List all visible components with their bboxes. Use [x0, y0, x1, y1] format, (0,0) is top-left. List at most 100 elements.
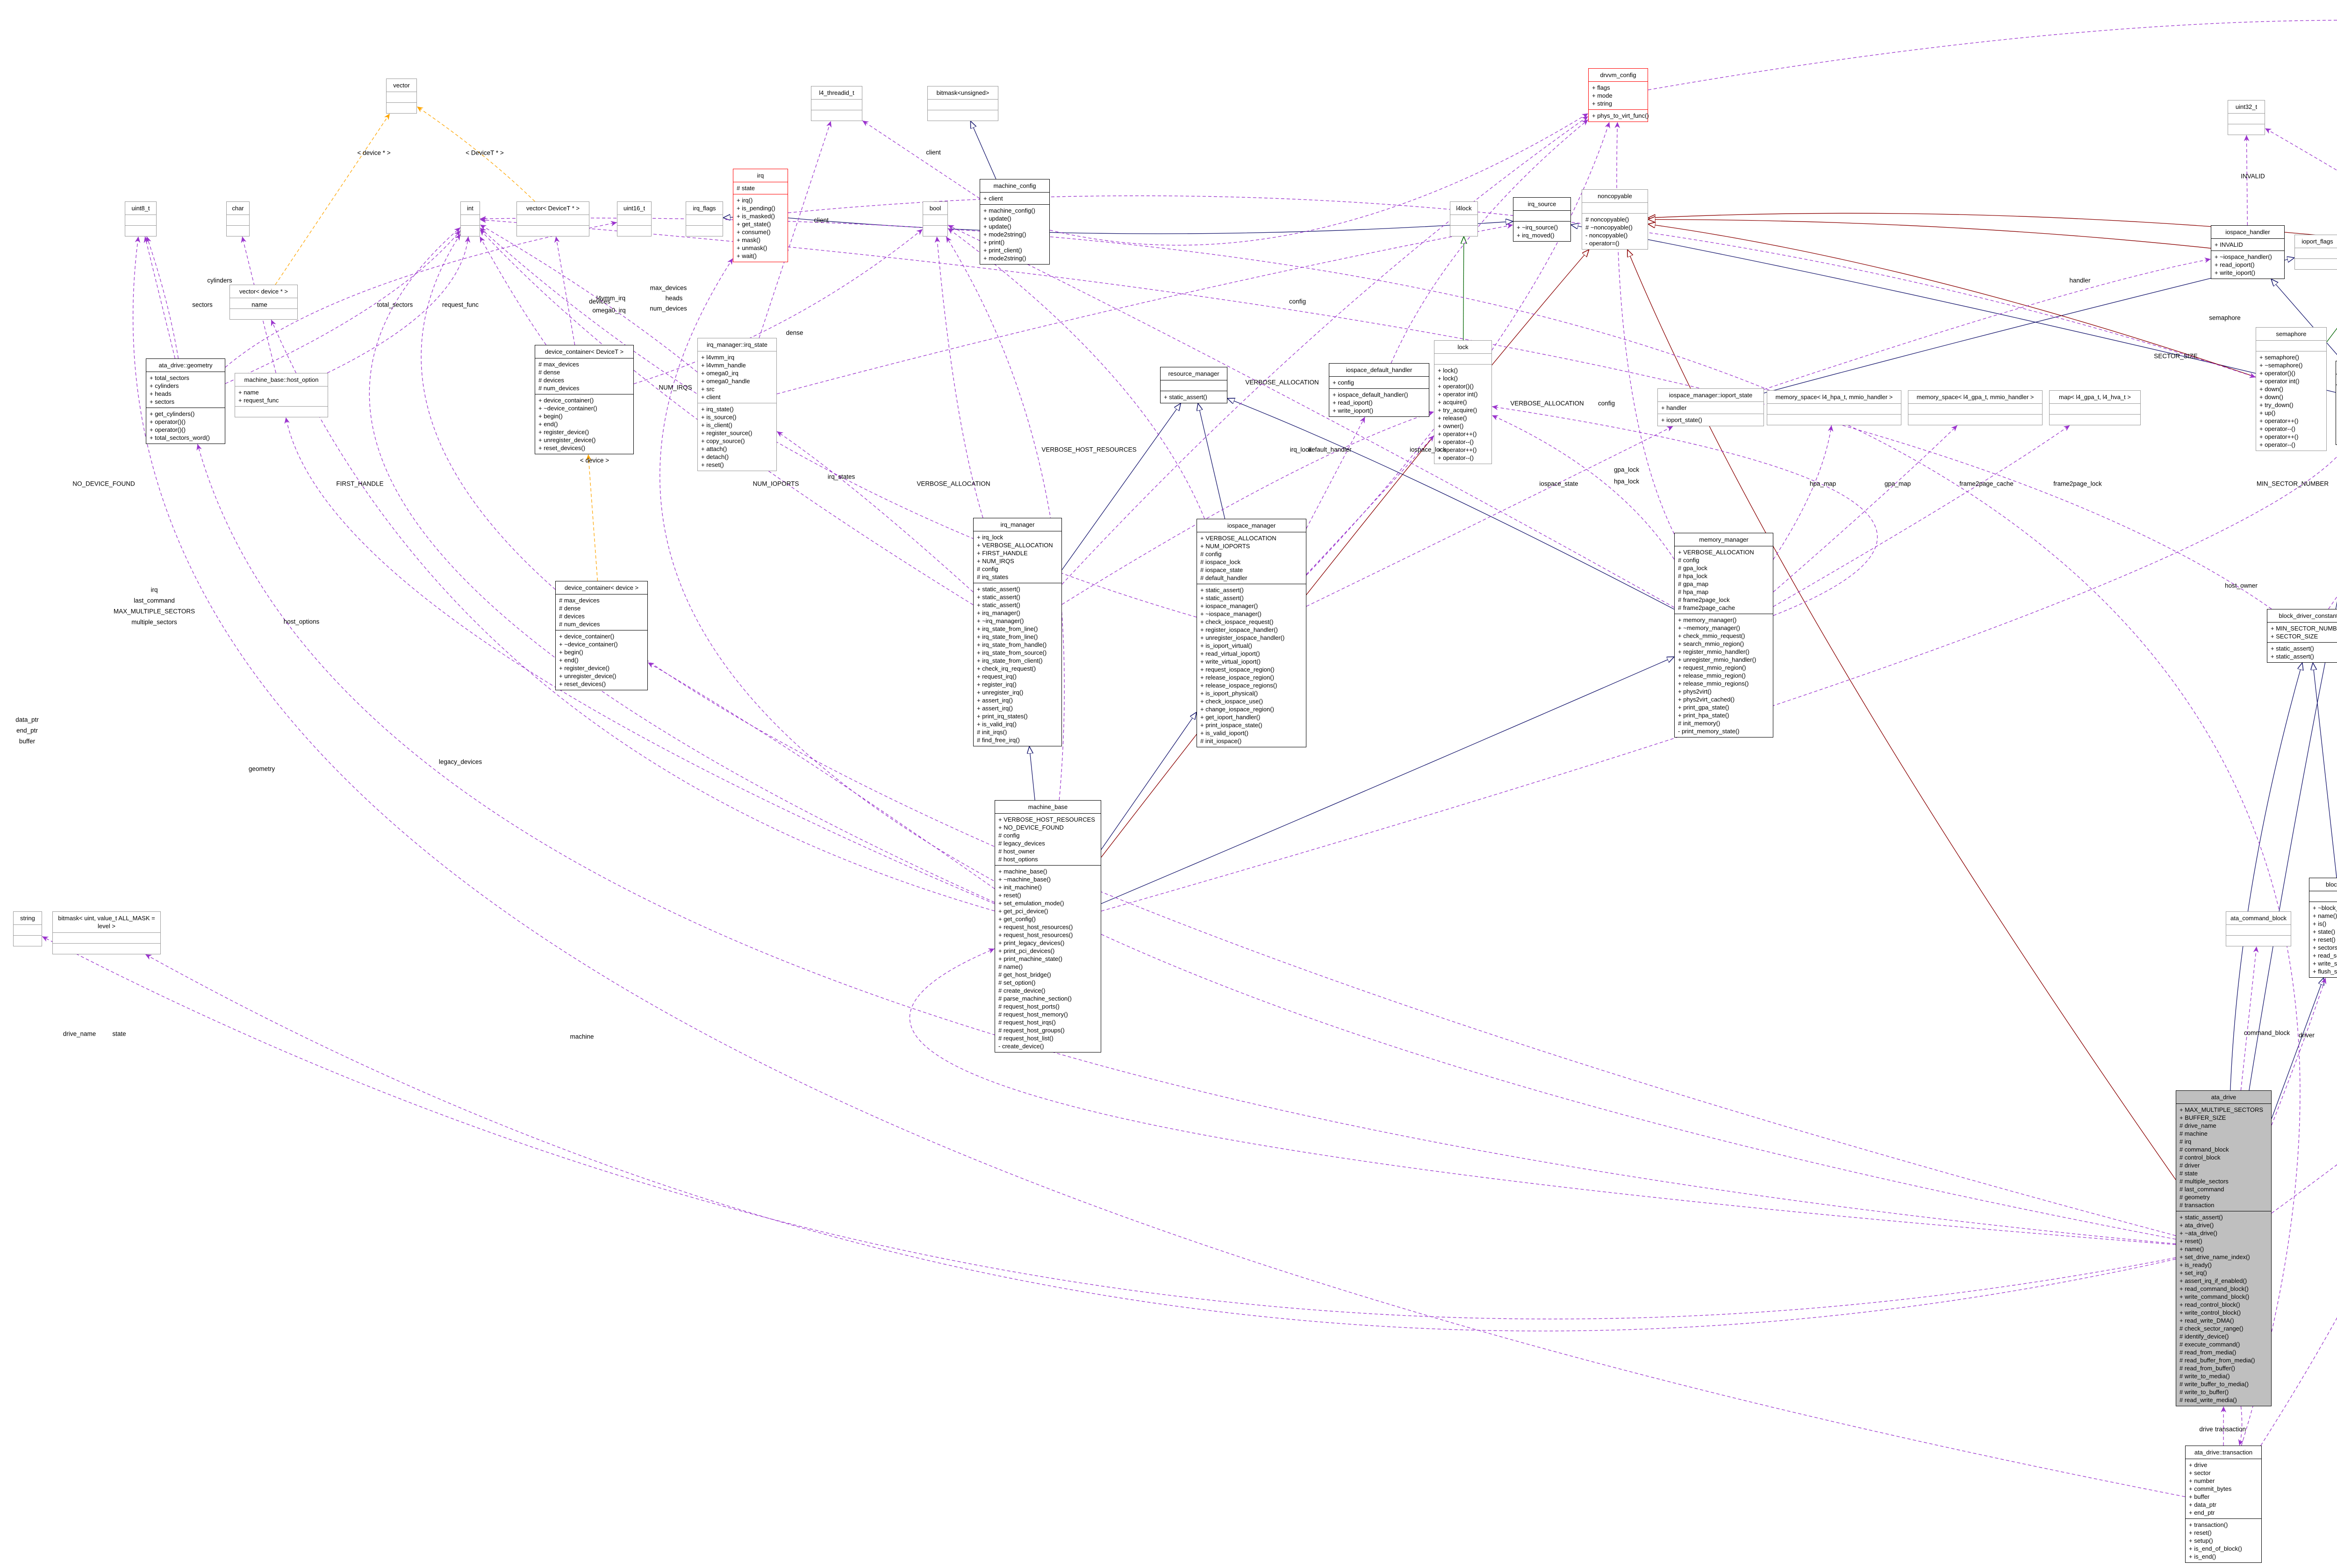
class-title[interactable]: iospace_default_handler	[1346, 366, 1412, 373]
edge-dc_device-to-dc_devicet	[586, 454, 598, 581]
class-title[interactable]: iospace_manager	[1227, 522, 1276, 529]
class-box-iospace_handler[interactable]: iospace_handler+ INVALID+ ~iospace_handl…	[2211, 225, 2285, 279]
class-title[interactable]: machine_base	[1028, 803, 1068, 810]
class-methods-section: + ~irq_source()+ irq_moved()	[1513, 221, 1570, 241]
class-box-int[interactable]: int	[460, 201, 480, 236]
class-box-dc_device[interactable]: device_container< device ># max_devices#…	[555, 581, 648, 690]
class-title[interactable]: memory_space< l4_gpa_t, mmio_handler >	[1916, 394, 2034, 401]
class-title[interactable]: lock	[1457, 344, 1469, 351]
class-box-string[interactable]: string	[13, 911, 42, 946]
class-box-map_gpa_hva[interactable]: map< l4_gpa_t, l4_hva_t >	[2049, 390, 2141, 425]
class-title[interactable]: memory_space< l4_hpa_t, mmio_handler >	[1775, 394, 1893, 401]
class-title[interactable]: uint8_t	[131, 205, 150, 212]
class-box-semaphore[interactable]: semaphore+ semaphore()+ ~semaphore()+ op…	[2256, 327, 2327, 451]
class-box-transaction[interactable]: ata_drive::transaction+ drive+ sector+ n…	[2185, 1446, 2262, 1563]
class-box-iospace_default_handler[interactable]: iospace_default_handler+ config+ iospace…	[1329, 363, 1429, 417]
class-title[interactable]: irq_flags	[693, 205, 716, 212]
class-title[interactable]: irq_manager	[1000, 521, 1035, 528]
class-box-irq_source[interactable]: irq_source + ~irq_source()+ irq_moved()	[1513, 197, 1571, 242]
class-title[interactable]: uint16_t	[623, 205, 645, 212]
class-box-noncopyable[interactable]: noncopyable# noncopyable()# ~noncopyable…	[1582, 189, 1648, 250]
class-box-ata_drive[interactable]: ata_drive+ MAX_MULTIPLE_SECTORS+ BUFFER_…	[2176, 1090, 2272, 1406]
class-box-iospace_manager[interactable]: iospace_manager+ VERBOSE_ALLOCATION+ NUM…	[1197, 519, 1306, 747]
class-title[interactable]: irq_source	[1527, 200, 1556, 208]
class-title[interactable]: ioport_flags	[2301, 238, 2333, 245]
class-title[interactable]: vector< DeviceT * >	[526, 205, 580, 212]
class-title[interactable]: irq	[757, 172, 764, 179]
class-title[interactable]: block_driver	[2325, 881, 2337, 888]
class-box-ioport_flags[interactable]: ioport_flags	[2294, 235, 2337, 270]
edge-transaction-to-int	[480, 216, 2301, 1446]
class-box-irq_state[interactable]: irq_manager::irq_state+ l4vmm_irq+ l4vmm…	[697, 338, 777, 471]
class-box-vector[interactable]: vector	[386, 79, 417, 114]
class-title[interactable]: drvvm_config	[1600, 72, 1636, 79]
class-title[interactable]: machine_base::host_option	[244, 376, 319, 383]
class-title[interactable]: iospace_manager::ioport_state	[1669, 392, 1753, 399]
member: + down()	[2259, 386, 2283, 393]
class-box-block_driver[interactable]: block_driver+ ~block_driver()+ name()+ i…	[2309, 878, 2337, 978]
class-title[interactable]: string	[20, 915, 35, 922]
class-box-bool[interactable]: bool	[923, 201, 948, 236]
class-title[interactable]: uint32_t	[2235, 103, 2258, 110]
class-box-uint8_t[interactable]: uint8_t	[125, 201, 157, 236]
class-title[interactable]: vector	[393, 82, 410, 89]
edge-label: < device * >	[357, 149, 391, 157]
class-box-memory_manager[interactable]: memory_manager+ VERBOSE_ALLOCATION# conf…	[1674, 533, 1773, 737]
class-box-host_option[interactable]: machine_base::host_option+ name+ request…	[235, 373, 328, 417]
class-box-dc_devicet[interactable]: device_container< DeviceT ># max_devices…	[535, 345, 634, 454]
class-box-irq_flags[interactable]: irq_flags	[686, 201, 723, 236]
class-title[interactable]: char	[232, 205, 244, 212]
class-box-ioport_state[interactable]: iospace_manager::ioport_state+ handler+ …	[1657, 388, 1764, 426]
class-title[interactable]: l4lock	[1456, 205, 1472, 212]
class-box-ms_hpa[interactable]: memory_space< l4_hpa_t, mmio_handler >	[1767, 390, 1901, 425]
class-title[interactable]: bool	[929, 205, 941, 212]
class-box-uint16_t[interactable]: uint16_t	[617, 201, 652, 236]
class-box-uint32_t[interactable]: uint32_t	[2228, 100, 2265, 135]
member: + phys2virt_cached()	[1678, 696, 1735, 703]
class-box-bitmask_uint[interactable]: bitmask< uint, value_t ALL_MASK = level …	[52, 911, 161, 954]
class-box-vector_device[interactable]: vector< device * >	[229, 285, 298, 320]
member: # iospace_state	[1200, 566, 1243, 573]
class-box-irq_manager[interactable]: irq_manager+ irq_lock+ VERBOSE_ALLOCATIO…	[973, 518, 1062, 746]
class-title[interactable]: map< l4_gpa_t, l4_hva_t >	[2059, 394, 2131, 401]
class-title[interactable]: ata_drive	[2211, 1094, 2237, 1101]
class-title[interactable]: ata_drive::geometry	[158, 362, 213, 369]
class-title[interactable]: ata_drive::transaction	[2194, 1449, 2253, 1456]
class-box-lock[interactable]: lock+ lock()+ lock()+ operator()()+ oper…	[1434, 340, 1492, 464]
class-title[interactable]: memory_manager	[1699, 536, 1749, 543]
class-box-ms_gpa[interactable]: memory_space< l4_gpa_t, mmio_handler >	[1908, 390, 2043, 425]
class-title[interactable]: bitmask<unsigned>	[936, 89, 989, 96]
class-title[interactable]: vector< device * >	[239, 288, 288, 295]
class-box-drvvm_config[interactable]: drvvm_config+ flags+ mode+ string+ phys_…	[1588, 68, 1649, 122]
class-box-machine_config[interactable]: machine_config+ client+ machine_config()…	[980, 179, 1050, 265]
class-box-char[interactable]: char	[226, 201, 250, 236]
class-title[interactable]: irq_manager::irq_state	[706, 341, 768, 348]
class-box-vector_devicet[interactable]: vector< DeviceT * >	[516, 201, 589, 236]
class-title[interactable]: block_driver_constants	[2279, 612, 2337, 619]
class-box-irq[interactable]: irq# state+ irq()+ is_pending()+ is_mask…	[733, 169, 788, 262]
class-box-resource_manager[interactable]: resource_manager+ static_assert()	[1160, 367, 1227, 403]
class-title[interactable]: device_container< device >	[564, 584, 639, 591]
class-title[interactable]: machine_config	[993, 182, 1036, 189]
class-box-ata_command_block[interactable]: ata_command_block	[2226, 911, 2291, 946]
class-title[interactable]: semaphore	[2276, 330, 2307, 337]
class-attrs-section	[2050, 403, 2140, 414]
class-title[interactable]: iospace_handler	[2225, 229, 2270, 236]
class-box-l4_threadid_t[interactable]: l4_threadid_t	[811, 86, 862, 121]
class-box-l4lock[interactable]: l4lock	[1450, 201, 1478, 236]
class-title[interactable]: l4_threadid_t	[819, 89, 854, 96]
edge-label: cylinders	[207, 277, 232, 284]
class-methods-section: + irq()+ is_pending()+ is_masked()+ get_…	[733, 194, 788, 262]
class-title[interactable]: ata_command_block	[2230, 915, 2287, 922]
class-box-machine_base[interactable]: machine_base+ VERBOSE_HOST_RESOURCES+ NO…	[995, 800, 1101, 1052]
class-box-bitmask_unsigned[interactable]: bitmask<unsigned>	[927, 86, 998, 121]
class-title[interactable]: resource_manager	[1168, 370, 1219, 377]
class-title[interactable]: int	[467, 205, 473, 212]
member: + is_ready()	[2179, 1261, 2212, 1268]
class-box-geometry[interactable]: ata_drive::geometry+ total_sectors+ cyli…	[146, 358, 225, 444]
class-box-host_resource_owner[interactable]: host_resource_owner+ read_ioport()+ writ…	[2336, 361, 2337, 445]
class-title[interactable]: bitmask< uint, value_t ALL_MASK = level …	[58, 915, 155, 930]
class-box-block_driver_constants[interactable]: block_driver_constants+ MIN_SECTOR_NUMBE…	[2267, 609, 2337, 663]
class-title[interactable]: device_container< DeviceT >	[545, 348, 624, 355]
class-title[interactable]: noncopyable	[1598, 193, 1632, 200]
